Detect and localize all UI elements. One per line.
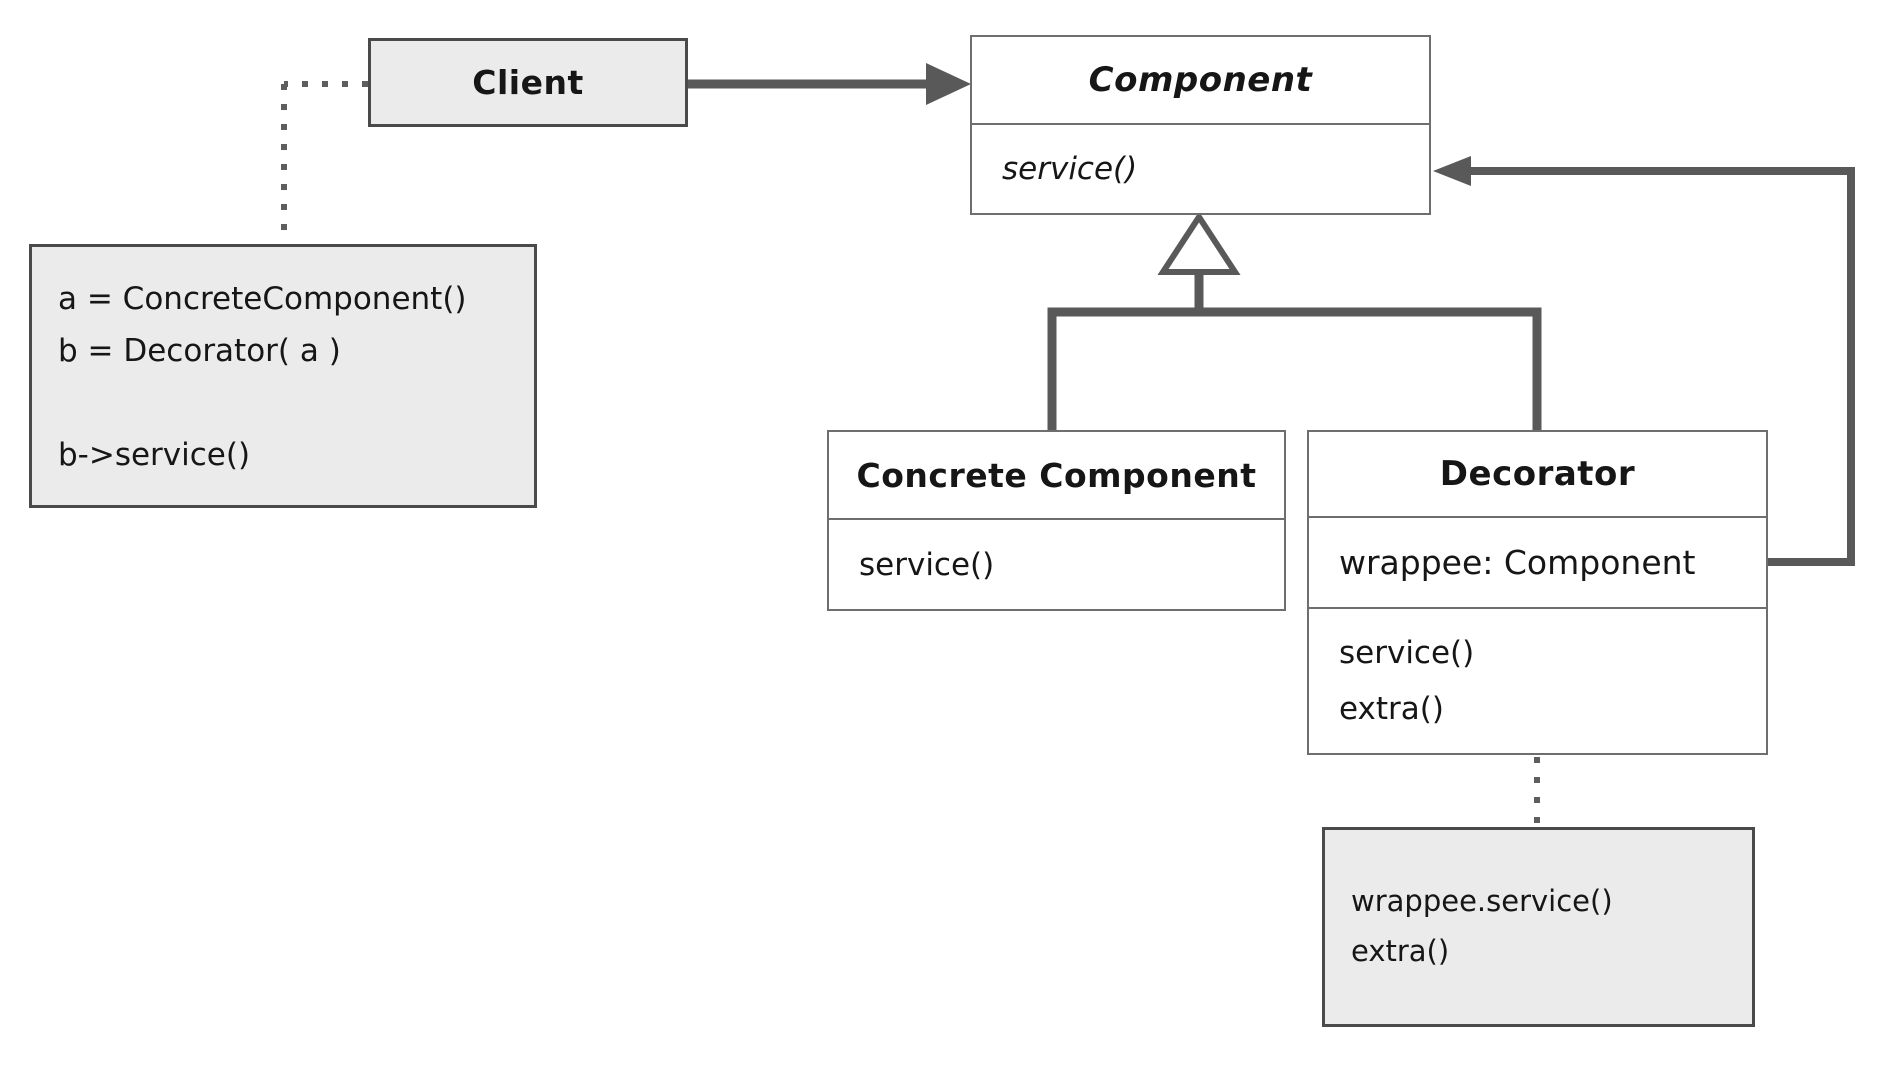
wrappee-reference-line: [1448, 167, 1855, 566]
decorator-note: wrappee.service() extra(): [1322, 827, 1755, 1027]
client-to-component-arrowhead-icon: [926, 63, 971, 105]
inheritance-triangle-icon: [1157, 211, 1241, 275]
concrete-component-methods-compartment: service(): [829, 520, 1284, 609]
decorator-attributes-compartment: wrappee: Component: [1309, 518, 1766, 609]
note-line: [58, 377, 534, 429]
note-line: extra(): [1351, 934, 1450, 968]
inheritance-connector: [1047, 307, 1542, 432]
note-line: b = Decorator( a ): [58, 333, 341, 369]
component-class-title: Component: [972, 37, 1429, 125]
decorator-method: service(): [1339, 635, 1475, 671]
wrappee-reference-arrowhead-icon: [1433, 156, 1471, 186]
client-node: Client: [368, 38, 688, 127]
decorator-method: extra(): [1339, 691, 1444, 727]
client-label: Client: [472, 63, 584, 102]
concrete-component-class-title: Concrete Component: [829, 432, 1284, 520]
concrete-component-class-name: Concrete Component: [856, 455, 1257, 495]
decorator-attribute: wrappee: Component: [1339, 542, 1696, 582]
component-class-name: Component: [1088, 60, 1313, 100]
note-line: wrappee.service(): [1351, 884, 1613, 918]
note-line: a = ConcreteComponent(): [58, 281, 467, 317]
decorator-class-node: Decorator wrappee: Component service() e…: [1307, 430, 1768, 755]
note-line: b->service(): [58, 437, 251, 473]
component-method: service(): [1002, 151, 1138, 187]
decorator-class-title: Decorator: [1309, 432, 1766, 518]
concrete-component-class-node: Concrete Component service(): [827, 430, 1286, 611]
decorator-methods-compartment: service() extra(): [1309, 609, 1766, 753]
decorator-class-name: Decorator: [1439, 454, 1636, 494]
concrete-component-method: service(): [859, 546, 995, 583]
component-class-node: Component service(): [970, 35, 1431, 215]
client-note-dotted-link: [281, 81, 368, 242]
component-methods-compartment: service(): [972, 125, 1429, 213]
client-note: a = ConcreteComponent() b = Decorator( a…: [29, 244, 537, 508]
